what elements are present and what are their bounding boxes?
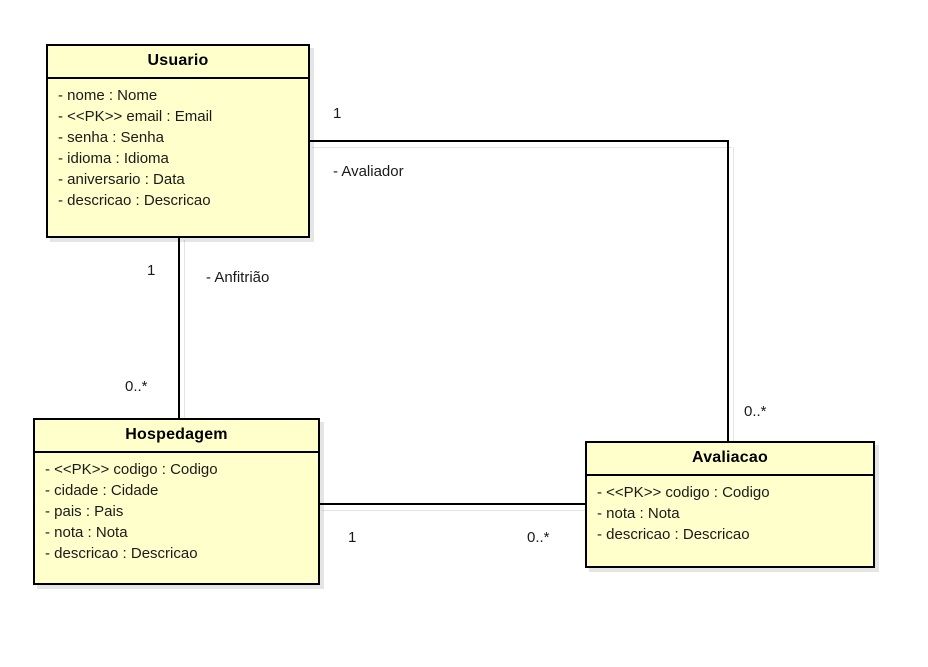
association-usuario-avaliacao-horizontal (310, 140, 729, 142)
uml-attribute: - senha : Senha (58, 129, 164, 146)
multiplicity-hospedagem-avaliacao-target: 0..* (527, 529, 550, 546)
uml-class-avaliacao-title: Avaliacao (587, 443, 873, 476)
uml-attribute: - descricao : Descricao (597, 526, 750, 543)
uml-attribute: - descricao : Descricao (58, 192, 211, 209)
uml-attribute: - nota : Nota (597, 505, 680, 522)
association-role-avaliador: - Avaliador (333, 163, 404, 180)
uml-class-hospedagem[interactable]: Hospedagem - <<PK>> codigo : Codigo - ci… (33, 418, 320, 585)
uml-attribute: - cidade : Cidade (45, 482, 159, 499)
uml-class-usuario-attributes: - nome : Nome - <<PK>> email : Email - s… (48, 79, 308, 218)
uml-attribute: - <<PK>> codigo : Codigo (597, 484, 770, 501)
uml-attribute: - pais : Pais (45, 503, 124, 520)
association-usuario-hospedagem-vertical (178, 238, 180, 419)
multiplicity-usuario-hospedagem-source: 1 (147, 262, 156, 279)
multiplicity-hospedagem-avaliacao-source: 1 (348, 529, 357, 546)
uml-class-avaliacao[interactable]: Avaliacao - <<PK>> codigo : Codigo - not… (585, 441, 875, 568)
uml-attribute: - nome : Nome (58, 87, 158, 104)
association-usuario-avaliacao-shadow-vertical (733, 147, 734, 447)
uml-attribute: - nota : Nota (45, 524, 128, 541)
association-hospedagem-avaliacao-horizontal (320, 503, 586, 505)
association-hospedagem-avaliacao-shadow (322, 510, 587, 511)
uml-class-hospedagem-attributes: - <<PK>> codigo : Codigo - cidade : Cida… (35, 453, 318, 571)
uml-attribute: - <<PK>> codigo : Codigo (45, 461, 218, 478)
association-usuario-hospedagem-shadow (184, 240, 185, 420)
uml-class-usuario[interactable]: Usuario - nome : Nome - <<PK>> email : E… (46, 44, 310, 238)
multiplicity-usuario-avaliacao-source: 1 (333, 105, 342, 122)
uml-attribute: - descricao : Descricao (45, 545, 198, 562)
uml-attribute: - idioma : Idioma (58, 150, 169, 167)
uml-attribute: - aniversario : Data (58, 171, 185, 188)
association-role-anfitriao: - Anfitrião (206, 269, 270, 286)
uml-class-usuario-title: Usuario (48, 46, 308, 79)
uml-class-avaliacao-attributes: - <<PK>> codigo : Codigo - nota : Nota -… (587, 476, 873, 552)
uml-attribute: - <<PK>> email : Email (58, 108, 213, 125)
association-usuario-avaliacao-shadow-horizontal (312, 147, 732, 148)
multiplicity-usuario-avaliacao-target: 0..* (744, 403, 767, 420)
association-usuario-avaliacao-vertical (727, 140, 729, 442)
uml-class-hospedagem-title: Hospedagem (35, 420, 318, 453)
multiplicity-usuario-hospedagem-target: 0..* (125, 378, 148, 395)
